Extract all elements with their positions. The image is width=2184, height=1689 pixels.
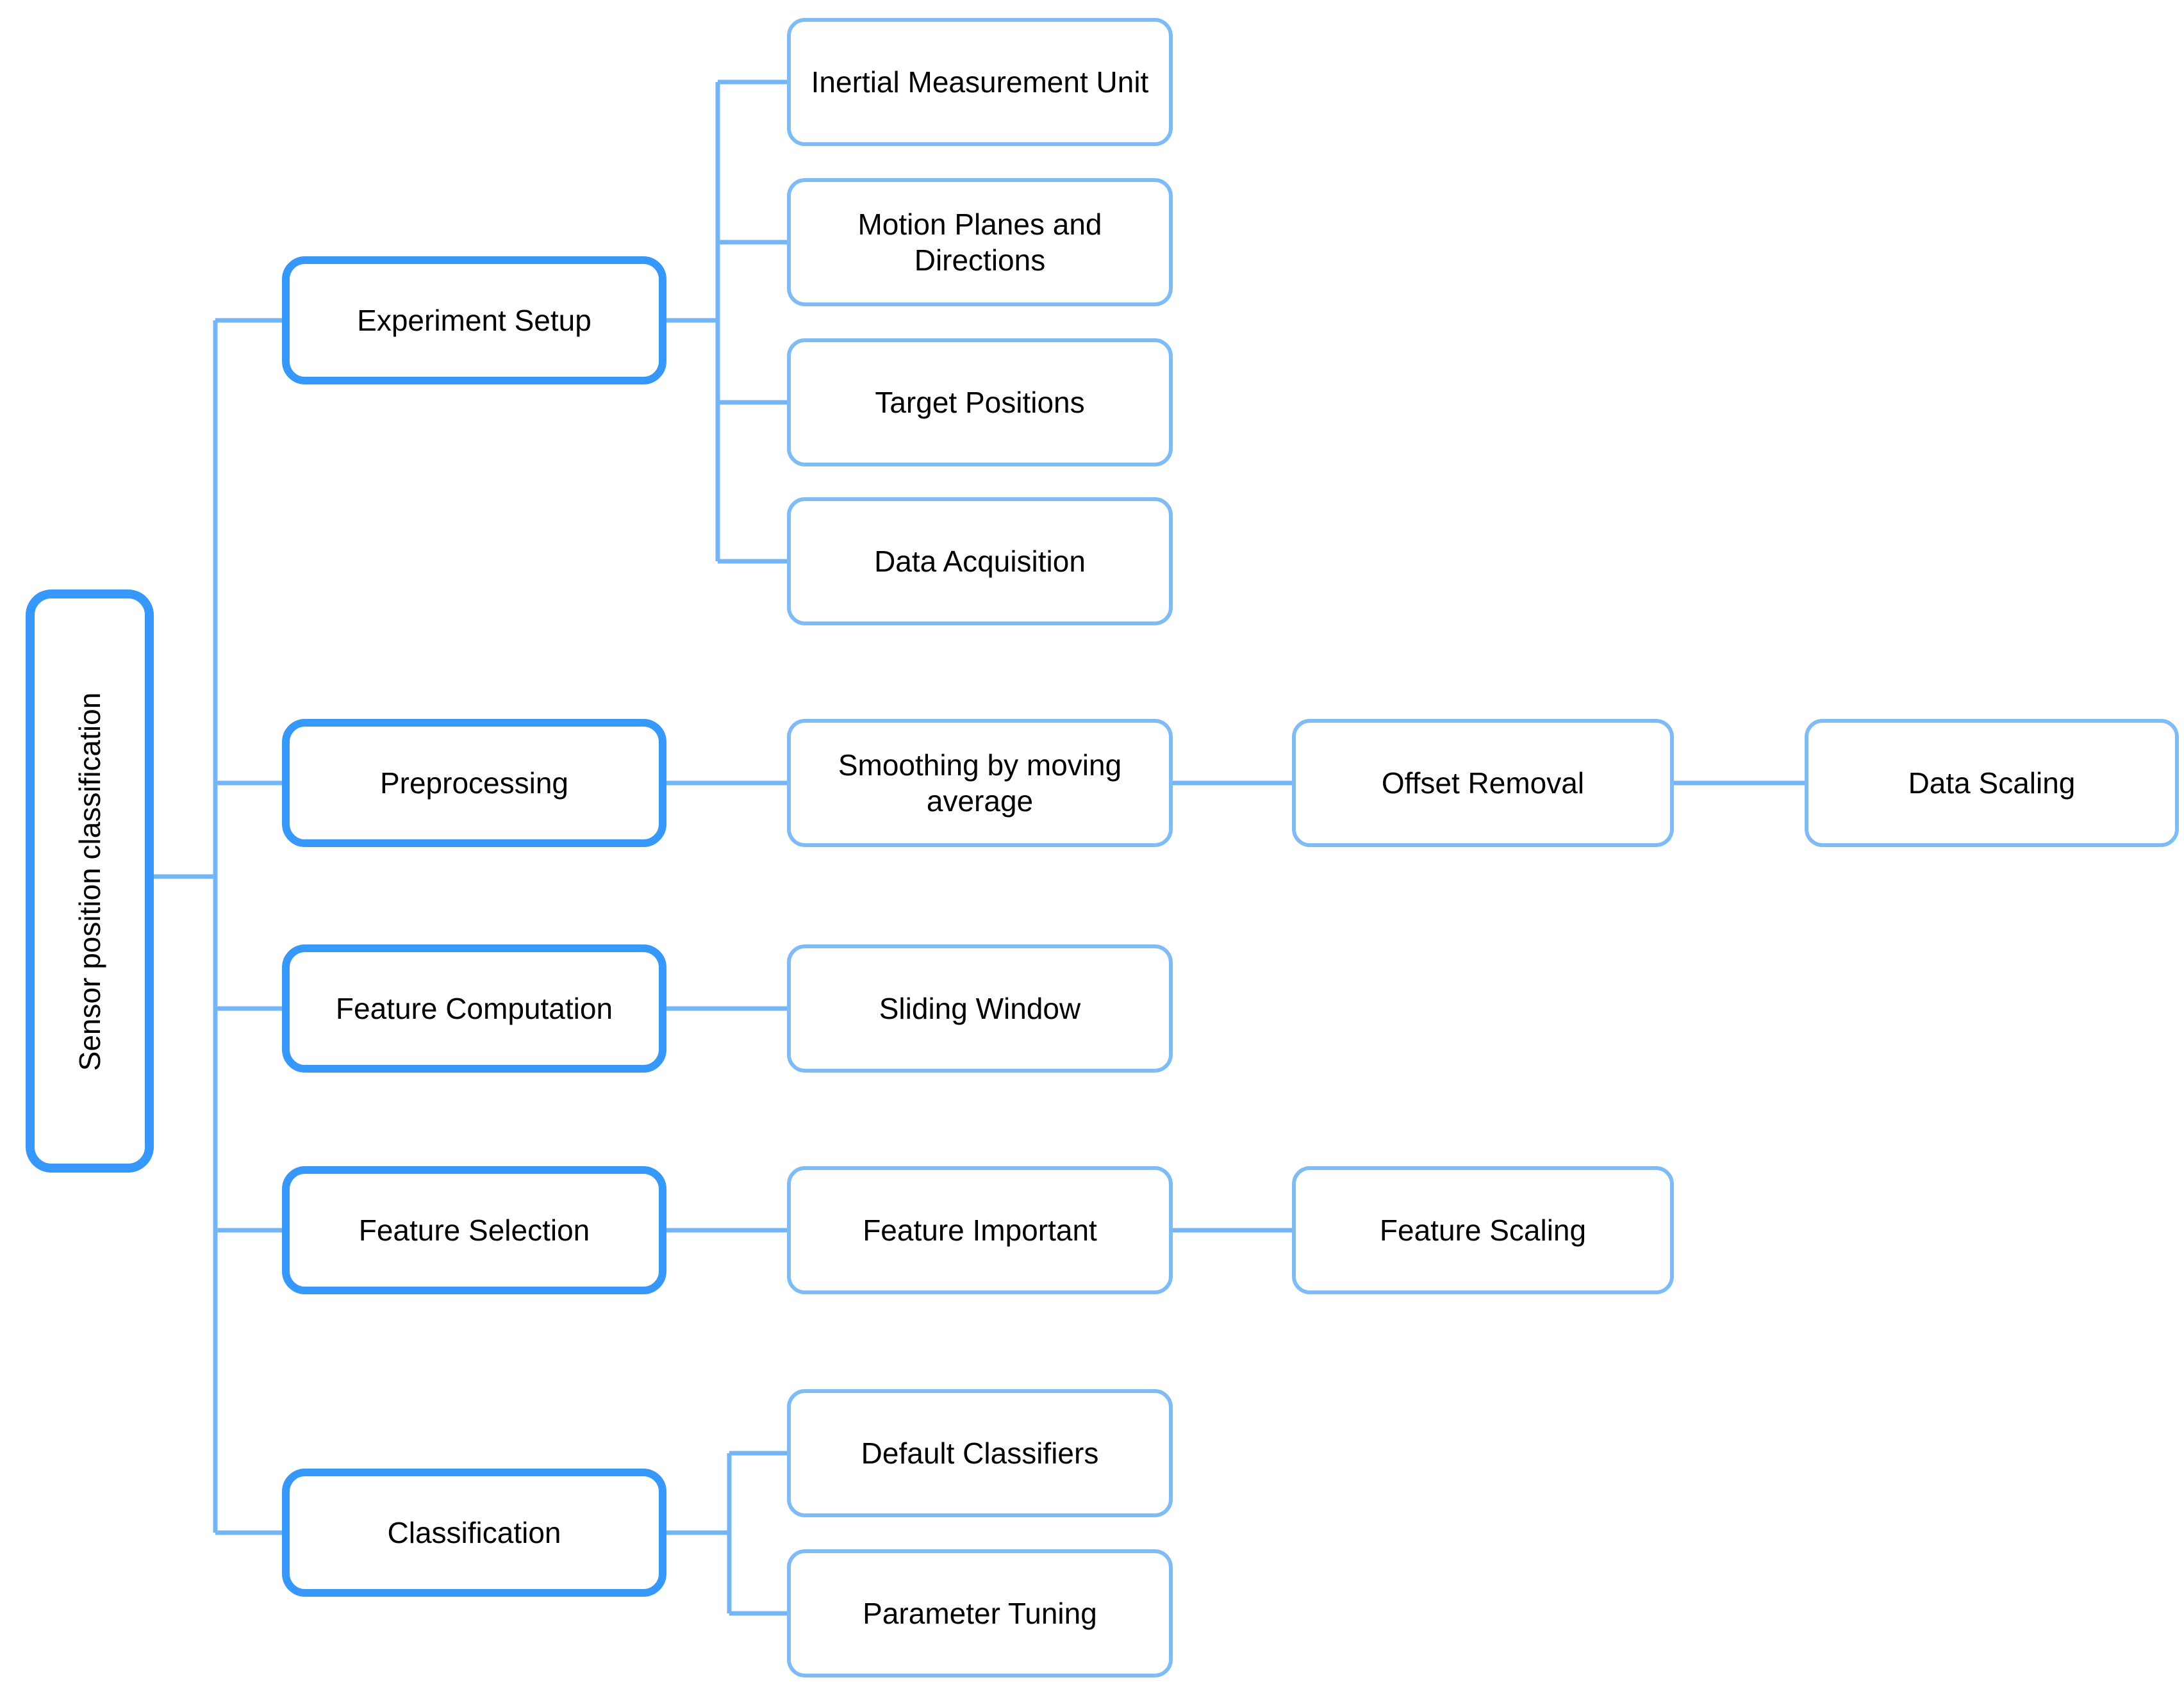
node-label: Smoothing by moving average [838, 748, 1122, 818]
node-label: Default Classifiers [861, 1436, 1099, 1470]
node-motion-planes-and-directions: Motion Planes and Directions [787, 178, 1173, 306]
node-offset-removal: Offset Removal [1292, 719, 1674, 847]
node-data-acquisition: Data Acquisition [787, 497, 1173, 625]
node-target-positions: Target Positions [787, 338, 1173, 466]
node-label: Offset Removal [1381, 766, 1585, 800]
node-experiment-setup: Experiment Setup [282, 256, 666, 384]
node-feature-important: Feature Important [787, 1166, 1173, 1294]
node-classification: Classification [282, 1469, 666, 1597]
node-parameter-tuning: Parameter Tuning [787, 1549, 1173, 1677]
node-label: Experiment Setup [357, 303, 592, 337]
node-label: Sensor position classification [72, 691, 106, 1071]
node-label: Target Positions [875, 385, 1085, 419]
node-data-scaling: Data Scaling [1805, 719, 2179, 847]
node-feature-selection: Feature Selection [282, 1166, 666, 1294]
node-preprocessing: Preprocessing [282, 719, 666, 847]
node-sliding-window: Sliding Window [787, 944, 1173, 1073]
node-label: Parameter Tuning [863, 1596, 1097, 1630]
node-label: Classification [387, 1515, 561, 1549]
node-smoothing-by-moving-average: Smoothing by moving average [787, 719, 1173, 847]
node-label: Feature Computation [335, 991, 613, 1025]
node-inertial-measurement-unit: Inertial Measurement Unit [787, 18, 1173, 146]
node-label: Data Scaling [1908, 766, 2076, 800]
node-label: Data Acquisition [874, 544, 1086, 578]
node-feature-scaling: Feature Scaling [1292, 1166, 1674, 1294]
node-label: Motion Planes and Directions [857, 207, 1102, 277]
node-label: Preprocessing [379, 766, 569, 800]
node-label: Feature Selection [358, 1213, 590, 1247]
node-default-classifiers: Default Classifiers [787, 1389, 1173, 1517]
node-label: Inertial Measurement Unit [811, 65, 1149, 99]
node-feature-computation: Feature Computation [282, 944, 666, 1073]
node-label: Feature Important [863, 1213, 1097, 1247]
node-sensor-position-classification: Sensor position classification [26, 589, 154, 1173]
node-label: Sliding Window [879, 991, 1081, 1025]
node-label: Feature Scaling [1379, 1213, 1587, 1247]
